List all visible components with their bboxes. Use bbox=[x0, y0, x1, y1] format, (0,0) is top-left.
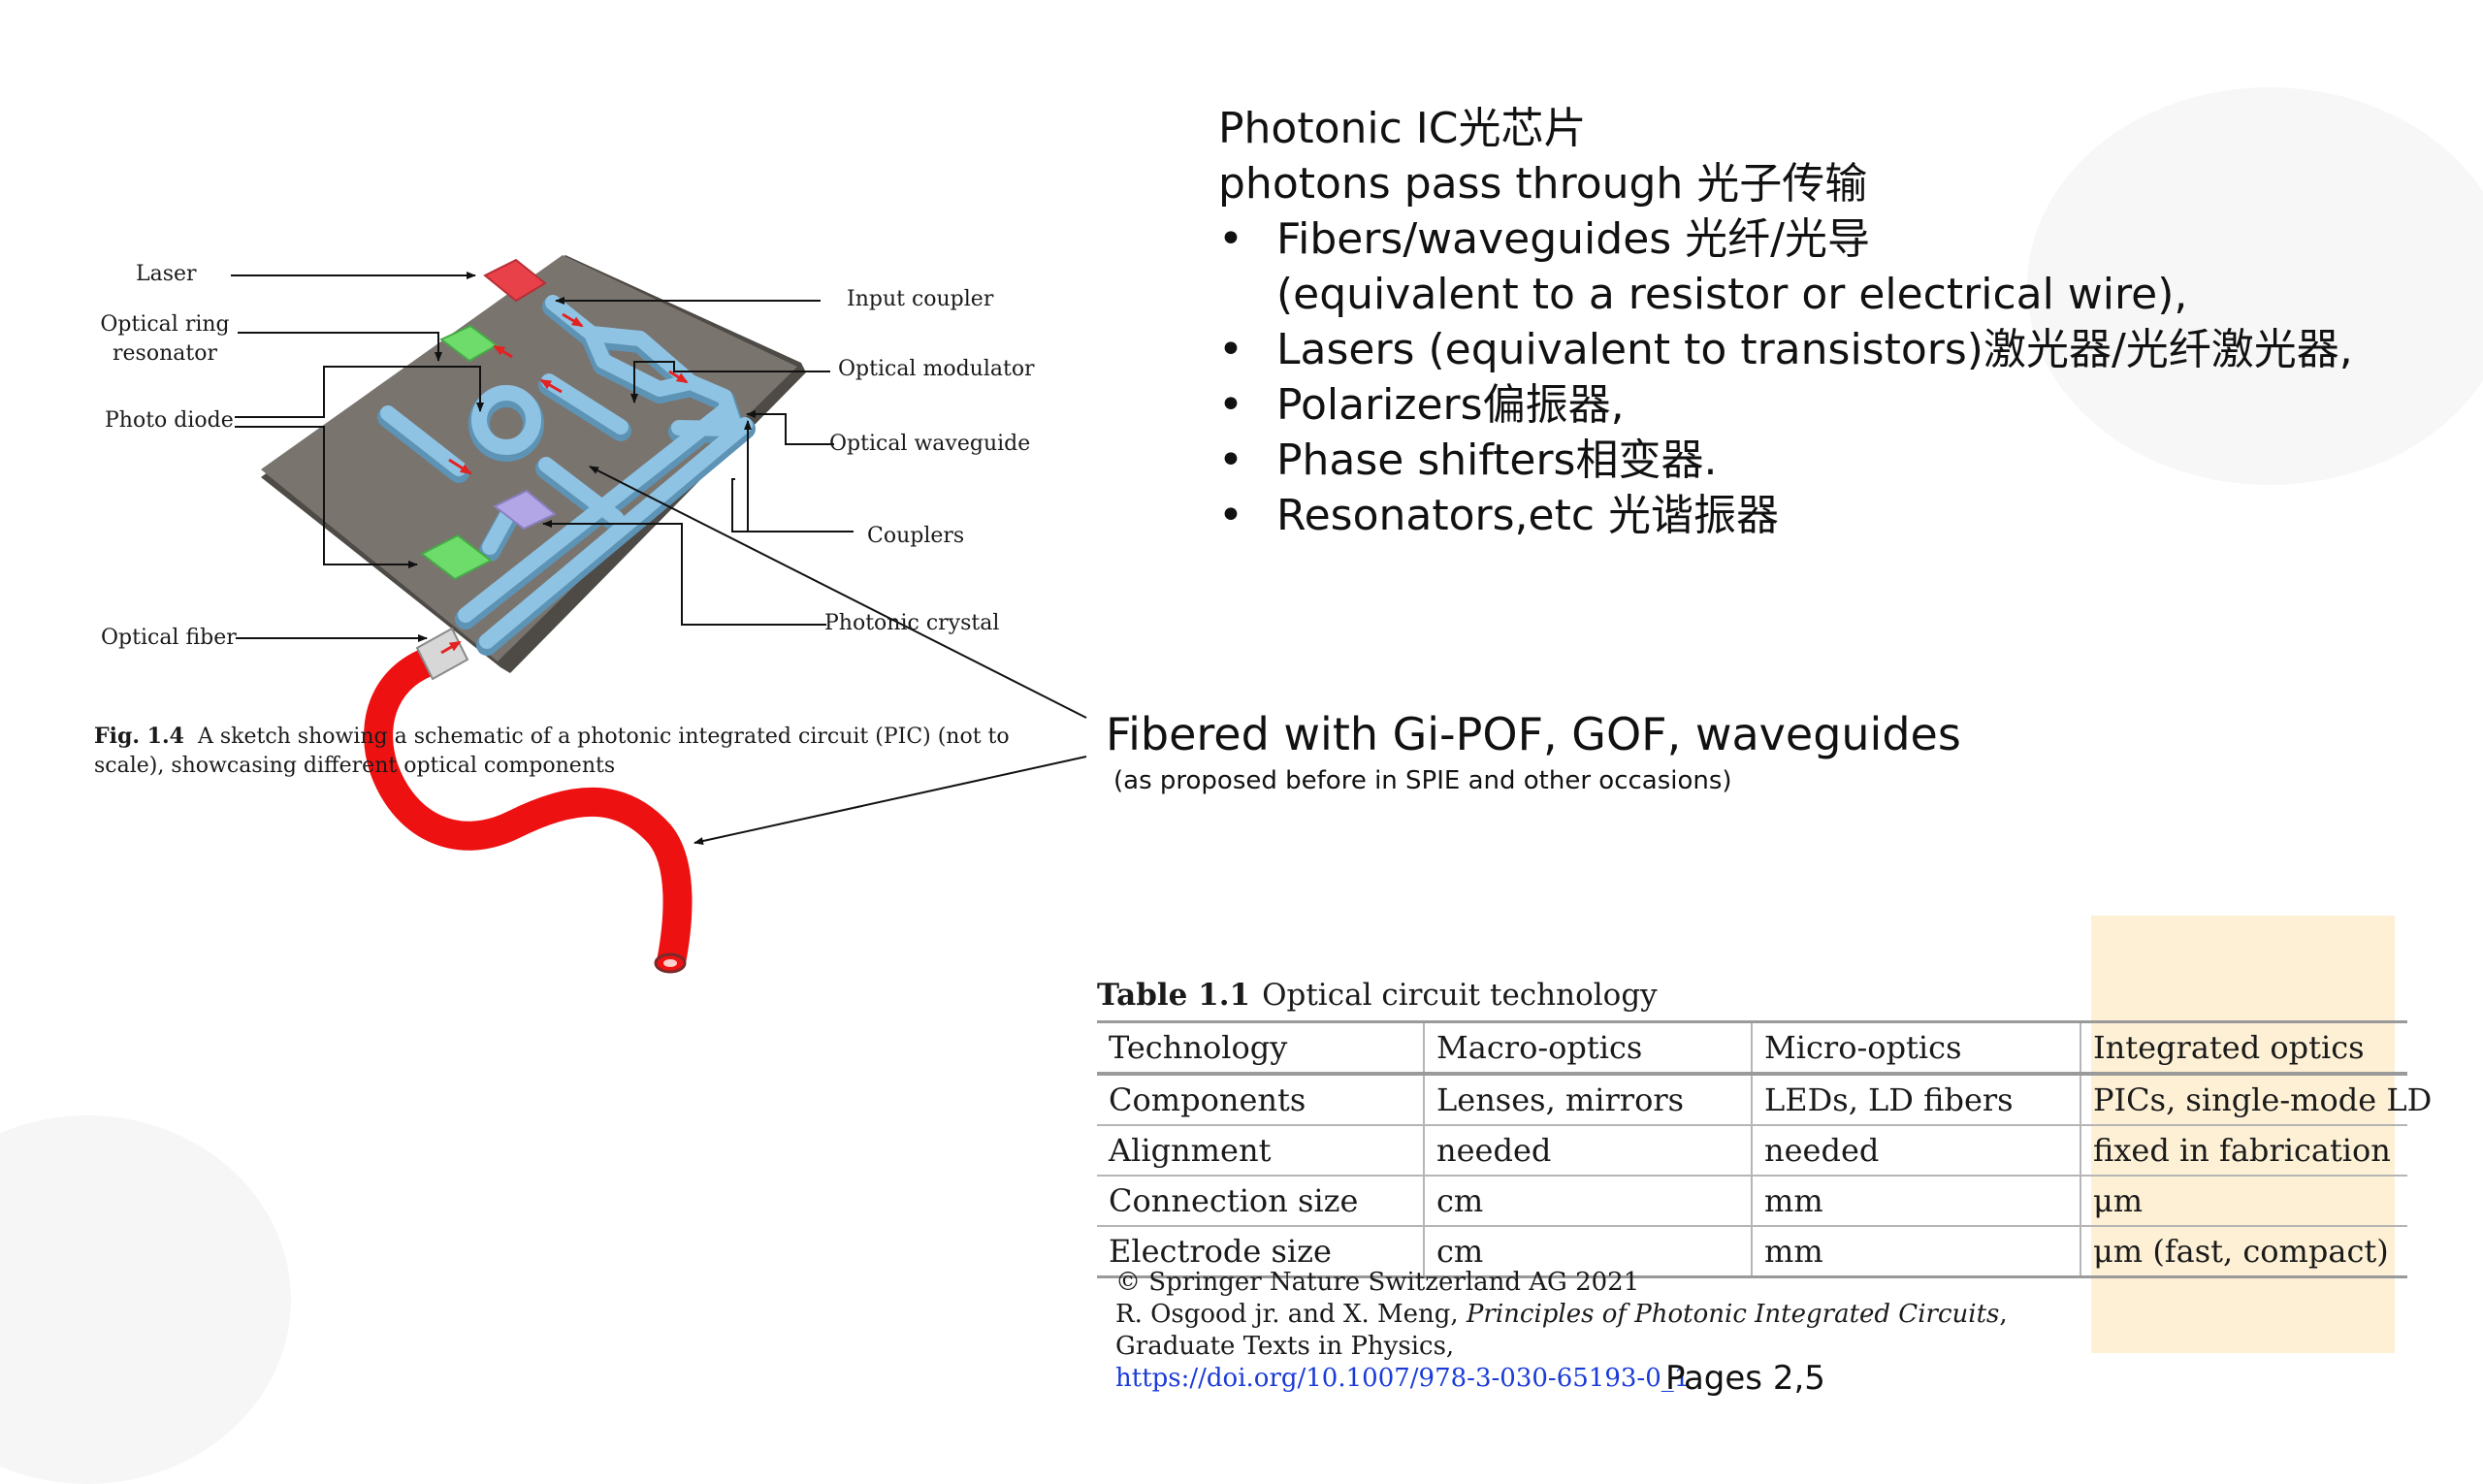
bullet-dot: • bbox=[1218, 214, 1243, 264]
table-cell: Connection size bbox=[1097, 1176, 1425, 1227]
table-header-cell: Integrated optics bbox=[2080, 1020, 2407, 1076]
table-title: Table 1.1 Optical circuit technology bbox=[1097, 978, 1658, 1013]
arrow-to-fiber bbox=[693, 756, 1087, 845]
photonic-crystal-block bbox=[493, 489, 557, 531]
optical-fiber-cable bbox=[364, 645, 693, 965]
label-ring-line2: resonator bbox=[113, 341, 217, 366]
citation-block: © Springer Nature Switzerland AG 2021 R.… bbox=[1115, 1267, 2008, 1395]
label-optical-modulator: Optical modulator bbox=[838, 357, 1035, 381]
heading-photonic-ic: Photonic IC光芯片 bbox=[1218, 104, 1587, 153]
bullet-text: Phase shifters相变器. bbox=[1276, 436, 1718, 485]
table-cell: PICs, single-mode LD bbox=[2080, 1074, 2432, 1126]
table-cell: mm bbox=[1752, 1226, 2081, 1278]
table-cell: Electrode size bbox=[1097, 1226, 1425, 1278]
table-cell: fixed in fabrication bbox=[2080, 1125, 2407, 1177]
table-cell: μm bbox=[2080, 1176, 2407, 1227]
bullet-text: Lasers (equivalent to transistors)激光器/光纤… bbox=[1276, 325, 2353, 374]
table-cell: Alignment bbox=[1097, 1125, 1425, 1177]
decorative-circle-top-right bbox=[2027, 87, 2483, 485]
citation-authors-text: R. Osgood jr. and X. Meng, bbox=[1115, 1300, 1467, 1329]
fiber-end-core bbox=[663, 959, 677, 967]
bullet-dot: • bbox=[1218, 436, 1243, 485]
light-direction-arrows bbox=[448, 312, 689, 475]
photodiode-block bbox=[420, 533, 493, 581]
bullet-item: • Phase shifters相变器. bbox=[1218, 433, 2353, 488]
table-header-cell: Technology bbox=[1097, 1020, 1425, 1076]
pages-label: Pages 2,5 bbox=[1665, 1359, 1825, 1398]
label-ring-line1: Optical ring bbox=[100, 312, 230, 337]
label-optical-fiber: Optical fiber bbox=[101, 626, 237, 650]
table-cell: needed bbox=[1752, 1125, 2081, 1177]
table-cell: Components bbox=[1097, 1074, 1425, 1126]
table-row: Alignment needed needed fixed in fabrica… bbox=[1097, 1125, 2407, 1177]
citation-doi-link[interactable]: https://doi.org/10.1007/978-3-030-65193-… bbox=[1115, 1364, 1691, 1393]
table-cell: needed bbox=[1424, 1125, 1753, 1177]
table-row: Connection size cm mm μm bbox=[1097, 1176, 2407, 1227]
table-cell: mm bbox=[1752, 1176, 2081, 1227]
citation-copyright: © Springer Nature Switzerland AG 2021 bbox=[1115, 1268, 1640, 1297]
citation-book-title: Principles of Photonic Integrated Circui… bbox=[1466, 1300, 2000, 1329]
table-cell: μm (fast, compact) bbox=[2080, 1226, 2407, 1278]
label-laser: Laser bbox=[136, 262, 197, 286]
optical-circuit-table: Technology Macro-optics Micro-optics Int… bbox=[1097, 1020, 2432, 1278]
table-header-cell: Macro-optics bbox=[1424, 1020, 1753, 1076]
bullet-item: • Polarizers偏振器, bbox=[1218, 377, 2353, 433]
figure-caption: Fig. 1.4 A sketch showing a schematic of… bbox=[94, 722, 1064, 781]
figure-caption-number: Fig. 1.4 bbox=[94, 724, 184, 749]
bullet-item: • Fibers/waveguides 光纤/光导 bbox=[1218, 211, 2353, 267]
fibered-note: (as proposed before in SPIE and other oc… bbox=[1113, 766, 1732, 795]
bullet-continuation: (equivalent to a resistor or electrical … bbox=[1276, 270, 2188, 319]
bullet-text: Resonators,etc 光谐振器 bbox=[1276, 491, 1780, 540]
leader-lines bbox=[231, 272, 854, 642]
laser-block bbox=[483, 258, 547, 303]
bullet-item: • Lasers (equivalent to transistors)激光器/光… bbox=[1218, 322, 2353, 377]
label-couplers: Couplers bbox=[867, 524, 965, 548]
fibered-title: Fibered with Gi-POF, GOF, waveguides bbox=[1106, 708, 1961, 760]
bullet-text: Polarizers偏振器, bbox=[1276, 380, 1625, 430]
heading-photons-pass: photons pass through 光子传输 bbox=[1218, 159, 1868, 209]
citation-comma: , bbox=[1999, 1300, 2008, 1329]
table-cell: cm bbox=[1424, 1226, 1753, 1278]
bullet-dot: • bbox=[1218, 325, 1243, 374]
bullet-text-block: Photonic IC光芯片 photons pass through 光子传输… bbox=[1218, 101, 2353, 543]
table-row: Electrode size cm mm μm (fast, compact) bbox=[1097, 1226, 2407, 1278]
arrow-to-chip bbox=[589, 466, 1087, 719]
bullet-item: • Resonators,etc 光谐振器 bbox=[1218, 488, 2353, 543]
citation-authors: R. Osgood jr. and X. Meng, Principles of… bbox=[1115, 1299, 2008, 1331]
table-title-text: Optical circuit technology bbox=[1262, 978, 1658, 1013]
table-cell: Lenses, mirrors bbox=[1424, 1074, 1753, 1126]
table-number: Table 1.1 bbox=[1097, 978, 1251, 1013]
bullet-text: Fibers/waveguides 光纤/光导 bbox=[1276, 214, 1871, 264]
pic-chip-figure bbox=[231, 255, 1087, 974]
label-optical-ring-resonator: Optical ring resonator bbox=[97, 310, 233, 369]
table-row: Components Lenses, mirrors LEDs, LD fibe… bbox=[1097, 1074, 2432, 1126]
table-header-cell: Micro-optics bbox=[1752, 1020, 2081, 1076]
figure-caption-text: A sketch showing a schematic of a photon… bbox=[94, 725, 1010, 778]
bullet-dot: • bbox=[1218, 491, 1243, 540]
bullet-dot: • bbox=[1218, 380, 1243, 430]
label-photo-diode: Photo diode bbox=[105, 408, 234, 433]
table-cell: cm bbox=[1424, 1176, 1753, 1227]
label-input-coupler: Input coupler bbox=[847, 287, 994, 311]
label-photonic-crystal: Photonic crystal bbox=[824, 611, 1000, 635]
table-cell: LEDs, LD fibers bbox=[1752, 1074, 2081, 1126]
slide: Laser Optical ring resonator Photo diode… bbox=[94, 87, 2483, 1398]
citation-series: Graduate Texts in Physics, bbox=[1115, 1332, 1455, 1361]
label-optical-waveguide: Optical waveguide bbox=[829, 432, 1031, 456]
table-header-row: Technology Macro-optics Micro-optics Int… bbox=[1097, 1020, 2407, 1076]
